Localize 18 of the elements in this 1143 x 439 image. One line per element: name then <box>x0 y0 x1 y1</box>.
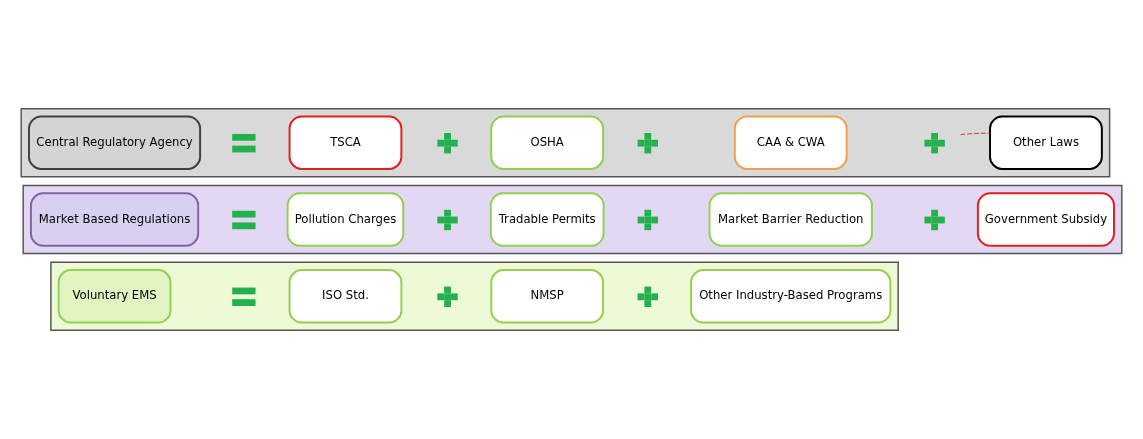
node-box: Other Laws <box>989 115 1103 170</box>
cluster <box>20 107 1111 178</box>
node-box: NMSP <box>490 269 605 324</box>
node-box: ISO Std. <box>288 269 403 324</box>
node-box: CAA & CWA <box>733 115 848 170</box>
node-box: Other Industry-Based Programs <box>690 269 892 324</box>
node-box: Tradable Permits <box>489 192 605 247</box>
node-box: Pollution Charges <box>286 192 405 247</box>
node-box: OSHA <box>490 115 605 170</box>
node-box: Voluntary EMS <box>57 269 172 324</box>
cluster <box>22 184 1123 255</box>
cluster <box>50 261 899 332</box>
node-box: Market Barrier Reduction <box>708 192 873 247</box>
node-box: TSCA <box>288 115 403 170</box>
node-box: Market Based Regulations <box>29 192 200 247</box>
node-box: Government Subsidy <box>976 192 1115 247</box>
node-box: Central Regulatory Agency <box>28 115 202 170</box>
connector <box>960 132 991 136</box>
